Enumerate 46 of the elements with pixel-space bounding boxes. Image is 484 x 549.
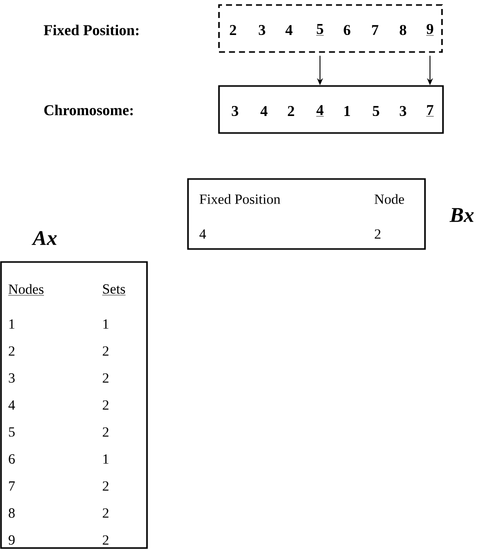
table-title: Bx (450, 208, 474, 222)
table-cell: 2 (102, 481, 108, 491)
table-cell: 3 (8, 373, 15, 383)
digit: 7 (426, 105, 434, 117)
digit: 5 (372, 106, 380, 116)
digit: 2 (288, 106, 294, 116)
row-label: Chromosome: (44, 104, 133, 116)
column-header: Node (374, 194, 404, 204)
table-cell: 2 (102, 427, 108, 437)
table-cell: 8 (8, 508, 15, 518)
digit: 5 (316, 24, 324, 36)
table-cell: 2 (102, 346, 108, 356)
table-cell: 2 (102, 400, 108, 410)
column-header: Sets (102, 284, 126, 296)
digit: 7 (372, 25, 378, 35)
column-header: Fixed Position (200, 194, 280, 204)
digit: 1 (344, 106, 350, 116)
table-cell: 1 (103, 319, 108, 329)
digit: 4 (260, 106, 268, 116)
sequence-box (218, 85, 444, 134)
table-cell: 2 (102, 535, 108, 545)
row-label: Fixed Position: (44, 24, 138, 36)
digit: 3 (258, 24, 266, 36)
table-cell: 5 (9, 427, 15, 437)
table-cell: 2 (102, 373, 108, 383)
table-title: Ax (32, 231, 57, 245)
digit: 4 (316, 105, 324, 117)
digit: 8 (400, 24, 406, 36)
digit: 9 (426, 24, 434, 36)
table-cell: 9 (8, 535, 15, 545)
digit: 3 (400, 106, 406, 116)
column-header: Nodes (8, 284, 44, 296)
digit: 6 (344, 24, 350, 36)
digit: 2 (230, 25, 236, 35)
digit: 3 (232, 106, 238, 116)
table-cell: 2 (374, 229, 380, 239)
digit: 4 (285, 25, 292, 35)
table-cell: 4 (199, 229, 206, 239)
table-cell: 1 (103, 454, 108, 464)
table-cell: 7 (9, 481, 15, 491)
table-cell: 1 (9, 319, 14, 329)
sequence-box (218, 4, 443, 53)
table-cell: 2 (8, 346, 14, 356)
table-cell: 2 (102, 508, 108, 518)
table-cell: 6 (8, 454, 15, 464)
table-cell: 4 (8, 400, 15, 410)
